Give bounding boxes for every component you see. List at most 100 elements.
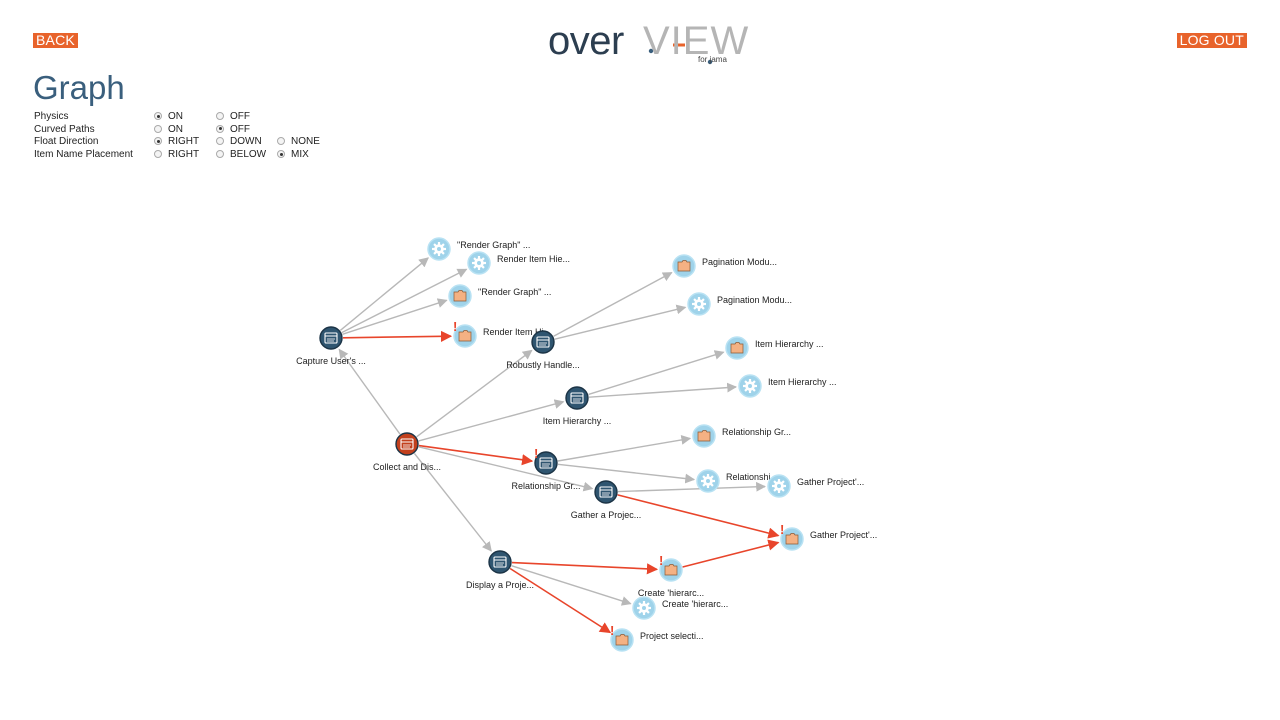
node-label: Gather a Projec... — [571, 510, 642, 520]
graph-edges — [338, 257, 780, 634]
node-label: Gather Project'... — [797, 477, 864, 487]
radio-button[interactable] — [154, 124, 162, 133]
graph-node-story[interactable]: Gather a Projec... — [571, 480, 642, 520]
story-icon — [493, 556, 507, 568]
folder-icon — [677, 260, 691, 272]
warning-icon: ! — [610, 623, 614, 638]
radio-button[interactable] — [154, 112, 162, 120]
graph-node-story[interactable]: !Relationship Gr... — [511, 446, 580, 491]
graph-node-gear[interactable]: Item Hierarchy ... — [738, 374, 837, 398]
graph-node-gear[interactable]: Gather Project'... — [767, 474, 864, 498]
graph-node-story[interactable]: Capture User's ... — [296, 326, 366, 366]
gear-icon — [472, 256, 486, 270]
node-circle[interactable] — [531, 330, 555, 354]
graph-edge — [338, 348, 401, 435]
node-label: Robustly Handle... — [506, 360, 580, 370]
graph-node-folder[interactable]: Relationship Gr... — [692, 424, 791, 448]
radio-button[interactable] — [216, 137, 224, 146]
folder-icon — [453, 290, 467, 302]
graph-node-folder[interactable]: !Project selecti... — [610, 623, 704, 652]
node-label: Relationship Gr... — [722, 427, 791, 437]
graph-edge — [509, 567, 612, 634]
graph-edge — [588, 350, 725, 396]
radio-label: OFF — [230, 111, 250, 122]
node-label: Item Hierarchy ... — [755, 339, 824, 349]
graph-node-story[interactable]: Robustly Handle... — [506, 330, 580, 370]
radio-button[interactable] — [216, 150, 224, 159]
graph-edge — [342, 330, 453, 342]
graph-edge — [617, 481, 766, 493]
graph-edge — [339, 257, 429, 331]
option-label: Float Direction — [34, 136, 99, 148]
graph-edge — [588, 382, 737, 398]
app-logo: over VIEW for jama — [548, 14, 748, 66]
logout-button[interactable]: LOG OUT — [1176, 33, 1247, 48]
graph-edge — [418, 399, 565, 442]
folder-icon — [458, 330, 472, 342]
graph-node-gear[interactable]: Relationshi... — [696, 469, 778, 493]
graph-node-gear[interactable]: "Render Graph" ... — [427, 237, 530, 261]
graph-node-gear[interactable]: Render Item Hie... — [467, 251, 570, 275]
radio-label: RIGHT — [168, 136, 200, 148]
graph-node-story[interactable]: Display a Proje... — [466, 550, 534, 590]
radio-label: ON — [168, 123, 183, 135]
radio-label: NONE — [291, 136, 320, 148]
radio-label: DOWN — [230, 136, 262, 148]
node-circle[interactable] — [594, 480, 618, 504]
radio-button[interactable] — [216, 112, 224, 120]
logo-accent-icon — [648, 43, 713, 65]
folder-icon — [615, 634, 629, 646]
graph-node-folder[interactable]: Item Hierarchy ... — [725, 336, 824, 360]
graph-node-folder[interactable]: ! Gather Project'... — [780, 522, 877, 551]
story-icon — [539, 457, 553, 469]
graph-node-root[interactable]: Collect and Dis... — [373, 432, 441, 472]
radio-button[interactable] — [277, 150, 285, 159]
radio-button[interactable] — [154, 150, 162, 159]
warning-icon: ! — [659, 553, 663, 568]
graph-node-folder[interactable]: Pagination Modu... — [672, 254, 777, 278]
folder-icon — [785, 533, 799, 545]
node-label: Gather Project'... — [810, 530, 877, 540]
folder-icon — [697, 430, 711, 442]
story-icon — [570, 392, 584, 404]
radio-button[interactable] — [216, 124, 224, 133]
gear-icon — [432, 242, 446, 256]
story-icon — [599, 486, 613, 498]
graph-nodes: Capture User's ... Collect and Dis... "Ren… — [296, 237, 877, 652]
warning-icon: ! — [534, 446, 538, 461]
warning-icon: ! — [453, 319, 457, 334]
radio-button[interactable] — [277, 137, 285, 146]
graph-node-folder[interactable]: "Render Graph" ... — [448, 284, 551, 308]
option-label: Item Name Placement — [34, 149, 133, 161]
back-button[interactable]: BACK — [33, 33, 78, 48]
node-circle[interactable] — [319, 326, 343, 350]
radio-label: ON — [168, 111, 183, 122]
node-circle[interactable] — [488, 550, 512, 574]
graph-node-folder[interactable]: !Render Item Hi... — [453, 319, 551, 348]
graph-node-story[interactable]: Item Hierarchy ... — [543, 386, 612, 426]
story-icon — [324, 332, 338, 344]
graph-edge — [554, 304, 687, 340]
node-label: Pagination Modu... — [702, 257, 777, 267]
page-title: Graph — [33, 69, 125, 106]
node-circle[interactable] — [565, 386, 589, 410]
gear-icon — [743, 379, 757, 393]
graph-edge — [511, 565, 632, 606]
radio-button[interactable] — [154, 137, 162, 146]
warning-icon: ! — [780, 522, 784, 537]
option-label: Curved Paths — [34, 123, 95, 135]
graph-node-gear[interactable]: Create 'hierarc... — [632, 596, 728, 620]
radio-label: MIX — [291, 149, 309, 161]
story-icon — [400, 438, 414, 450]
graph-edge — [682, 539, 780, 568]
graph-edge — [418, 444, 534, 466]
graph-node-folder[interactable]: !Create 'hierarc... — [638, 553, 704, 598]
node-circle[interactable] — [395, 432, 419, 456]
folder-icon — [730, 342, 744, 354]
logo-wordmark-over: over — [548, 19, 624, 63]
graph-node-gear[interactable]: Pagination Modu... — [687, 292, 792, 316]
node-label: Capture User's ... — [296, 356, 366, 366]
